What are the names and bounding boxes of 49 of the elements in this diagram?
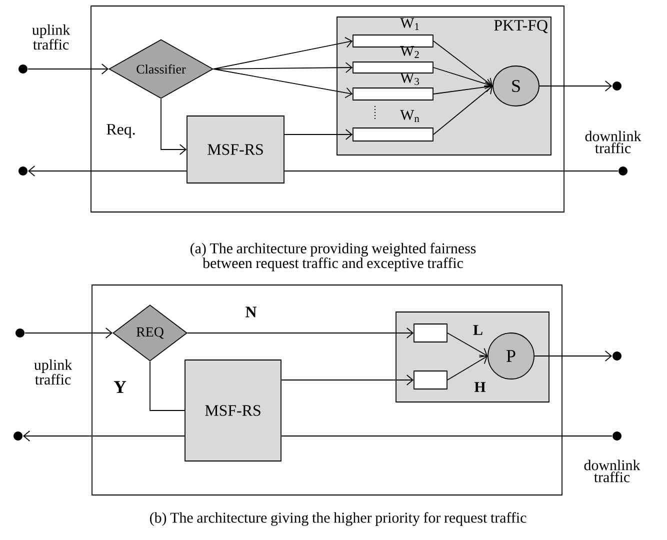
weight-label: W$_{1}$ [400, 18, 419, 30]
arrow [213, 68, 353, 98]
edge-label: H [473, 381, 487, 393]
process-box: MSF-RS [186, 116, 284, 184]
terminal-label: uplink traffic [32, 24, 70, 50]
queue-bar [352, 128, 434, 142]
arrow [213, 36, 353, 70]
queue-bar [414, 370, 448, 390]
arrow [433, 67, 493, 90]
queue-bar [414, 324, 448, 342]
terminal-dot [18, 166, 28, 176]
terminal-dot [18, 64, 28, 74]
edge-label: Req. [105, 123, 137, 139]
weight-label: W$_{n}$ [400, 110, 420, 122]
arrow [187, 328, 414, 338]
connector-line [150, 361, 185, 411]
queue-bar [352, 62, 434, 74]
arrow [281, 374, 414, 386]
arrow [22, 430, 185, 442]
terminal-label: downlink traffic [585, 130, 642, 154]
arrow [534, 350, 612, 362]
arrow [28, 64, 109, 74]
arrow [433, 40, 493, 86]
caption: (a) The architecture providing weighted fairness between request traffic and exceptive traffic [190, 242, 476, 272]
terminal-dot [612, 82, 622, 90]
terminal-dot [618, 166, 628, 176]
queue-bar [352, 34, 434, 48]
arrow [447, 332, 488, 358]
edge-label: L [472, 324, 484, 336]
terminal-label: downlink traffic [584, 460, 640, 482]
terminal-dot [16, 328, 24, 338]
caption: (b) The architecture giving the higher priority for request traffic [150, 512, 526, 526]
arrow [539, 80, 612, 92]
terminal-dot [612, 352, 622, 360]
connector-line [284, 170, 618, 172]
process-box: MSF-RS [184, 360, 282, 462]
arrow [433, 82, 493, 94]
arrow [160, 98, 187, 155]
terminal-label: uplink traffic [34, 359, 72, 385]
terminal-dot [14, 432, 22, 440]
arrow [447, 354, 488, 380]
arrow [284, 129, 353, 140]
queue-bar [352, 88, 434, 100]
terminal-dot [612, 432, 622, 440]
arrow [24, 328, 113, 338]
edge-label: Y [112, 380, 128, 394]
arrow [433, 86, 493, 135]
arrow [28, 166, 187, 176]
arrow [213, 62, 353, 74]
